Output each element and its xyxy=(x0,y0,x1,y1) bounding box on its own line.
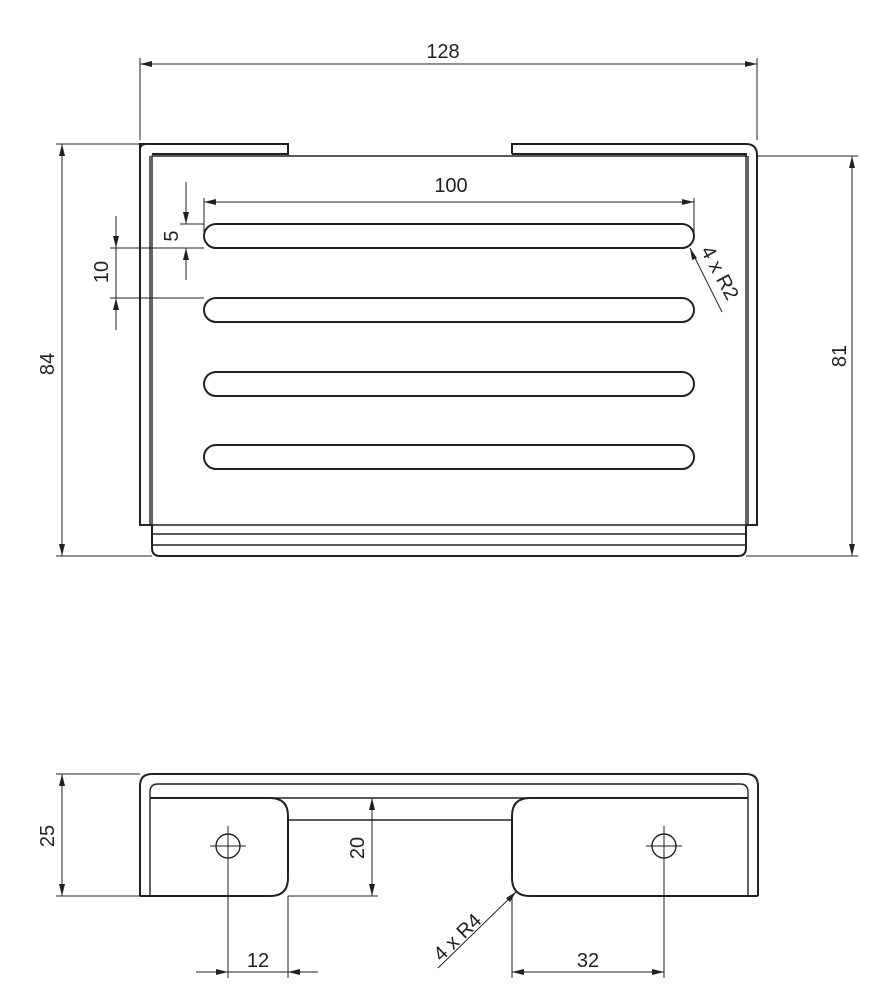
tray-outline xyxy=(139,143,758,557)
dim-label-hole-offset: 12 xyxy=(247,950,269,972)
dim-corner-radius: 4 x R4 xyxy=(429,891,517,969)
dim-label-side-height: 25 xyxy=(37,825,59,847)
dim-overall-height: 84 xyxy=(37,143,152,557)
dim-hole-offset: 12 xyxy=(196,866,318,978)
slot xyxy=(203,223,695,249)
dim-label-foot-width: 32 xyxy=(577,950,599,972)
dim-label-foot-height: 20 xyxy=(347,837,369,859)
dim-label-overall-width: 128 xyxy=(426,41,459,63)
flange-left xyxy=(139,143,289,156)
foot-right xyxy=(511,797,758,897)
dim-foot-width: 32 xyxy=(511,866,665,978)
foot-left xyxy=(140,797,289,897)
hole-right xyxy=(646,826,682,866)
dim-overall-width: 128 xyxy=(139,41,758,140)
dim-label-corner-radius: 4 x R4 xyxy=(429,910,486,966)
profile-outline xyxy=(139,773,759,896)
dim-slot-width: 5 xyxy=(161,182,204,280)
dim-slot-radius: 4 x R2 xyxy=(689,242,743,313)
dim-slot-pitch: 10 xyxy=(91,216,204,330)
top-view: 128 100 5 10 xyxy=(37,41,858,557)
dim-inner-height: 81 xyxy=(746,155,858,557)
slot xyxy=(203,371,695,397)
side-view: 25 20 12 32 xyxy=(37,773,759,978)
dim-side-height: 25 xyxy=(37,773,140,897)
dim-label-overall-height: 84 xyxy=(37,353,59,375)
profile-inner-top xyxy=(149,783,749,896)
dim-slot-length: 100 xyxy=(203,175,695,236)
inner-frame xyxy=(151,155,747,526)
slot xyxy=(203,444,695,470)
dim-label-slot-length: 100 xyxy=(434,175,467,197)
dim-label-inner-height: 81 xyxy=(829,345,851,367)
dim-foot-height: 20 xyxy=(288,797,378,897)
slot xyxy=(203,297,695,323)
dim-label-slot-pitch: 10 xyxy=(91,261,113,283)
hole-left xyxy=(210,826,246,866)
dim-label-slot-width: 5 xyxy=(161,230,183,241)
